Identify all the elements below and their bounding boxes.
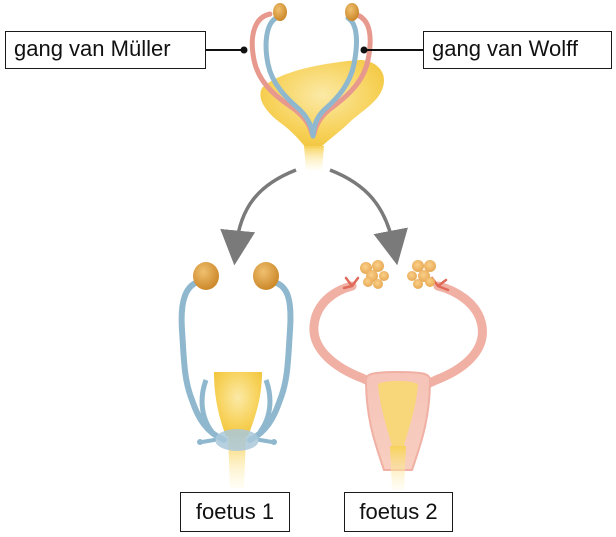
label-gang-van-wolff: gang van Wolff (423, 31, 612, 69)
label-foetus-1: foetus 1 (180, 492, 290, 532)
fetus1-testis-right (253, 262, 279, 290)
fetus-1-illustration (178, 262, 294, 488)
fetus2-ovary-right (407, 260, 436, 289)
sinus-outflow (304, 146, 324, 170)
label-gang-van-muller: gang van Müller (5, 31, 206, 69)
label-foetus-2: foetus 2 (344, 492, 453, 532)
muller-duct-right (311, 11, 373, 137)
fetus1-prostate (215, 429, 259, 451)
urogenital-sinus (260, 60, 384, 148)
indifferent-stage-illustration (206, 3, 423, 170)
gonad-right (345, 3, 359, 21)
arrow-to-fetus-2 (329, 168, 408, 266)
wolff-duct-right (310, 15, 359, 139)
leader-dot-muller (240, 46, 248, 54)
leader-dot-wolff (360, 46, 368, 54)
fetus-2-illustration (309, 260, 487, 490)
fetus1-duct-left (178, 279, 227, 443)
wolff-duct-left (263, 15, 316, 139)
arrow-to-fetus-1 (220, 168, 297, 266)
fetus1-urethra (214, 372, 262, 436)
fetus2-ovary-left (360, 260, 389, 289)
gonad-left (273, 3, 287, 21)
fetus1-testis-left (193, 262, 219, 290)
fetus1-duct-right (247, 279, 294, 443)
